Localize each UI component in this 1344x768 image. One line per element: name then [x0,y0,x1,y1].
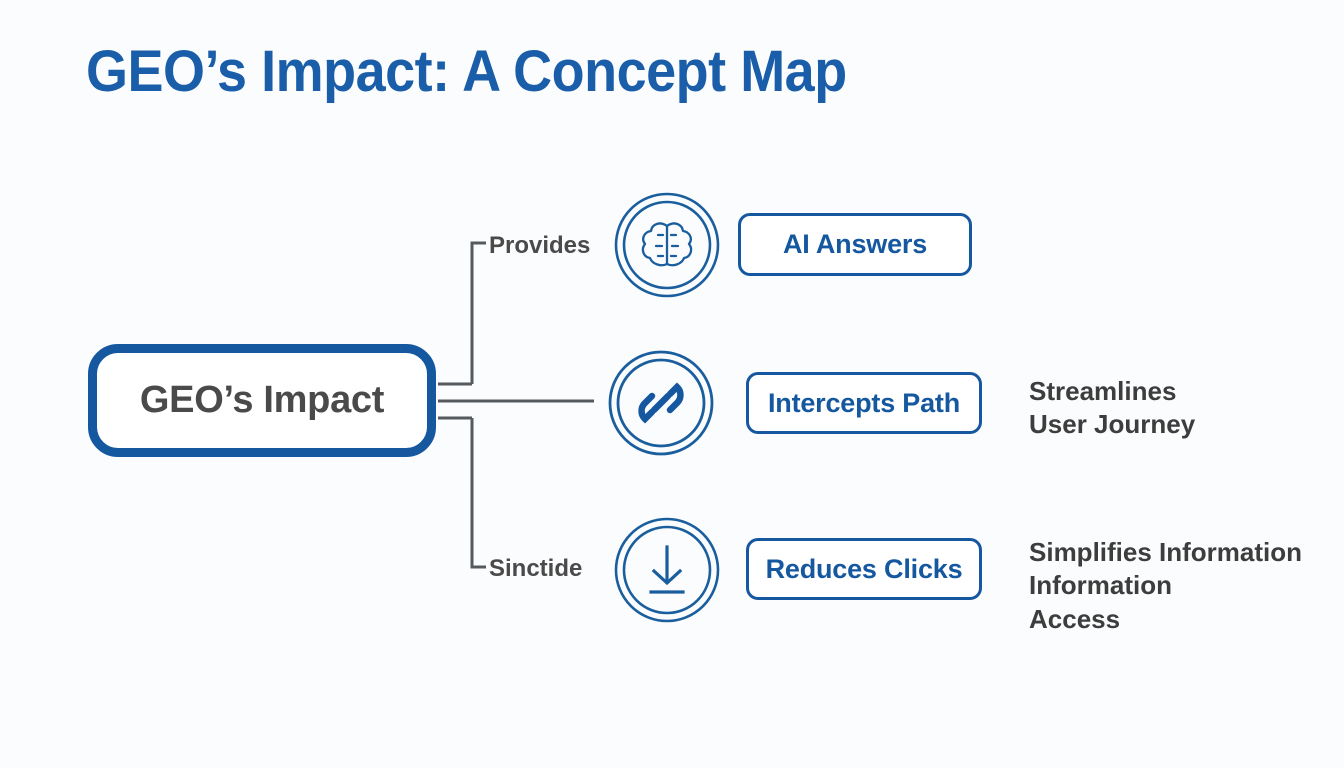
annotation-line: Streamlines [1029,376,1177,406]
concept-box-ai-answers[interactable]: AI Answers [738,213,972,276]
edge-label-provides: Provides [489,232,591,259]
annotation-line: Simplifies Information [1029,537,1303,567]
annotation-streamlines: Streamlines User Journey [1029,375,1195,442]
page-title: GEO’s Impact: A Concept Map [86,39,847,104]
concept-label: AI Answers [782,229,928,259]
brain-icon [613,191,721,299]
root-node[interactable]: GEO’s Impact [88,344,436,457]
concept-label: Reduces Clicks [765,553,963,584]
link-icon [607,349,715,457]
annotation-line: Information [1029,570,1172,601]
annotation-simplifies: Simplifies Information Information Acces… [1029,536,1302,636]
download-icon [613,516,721,624]
concept-box-intercepts-path[interactable]: Intercepts Path [746,372,982,434]
annotation-line: Access [1029,603,1121,634]
root-node-label: GEO’s Impact [139,379,385,421]
edge-label-sinctide: Sinctide [489,555,583,582]
concept-label: Intercepts Path [767,387,961,418]
annotation-line: User Journey [1029,409,1196,440]
concept-box-reduces-clicks[interactable]: Reduces Clicks [746,538,982,600]
